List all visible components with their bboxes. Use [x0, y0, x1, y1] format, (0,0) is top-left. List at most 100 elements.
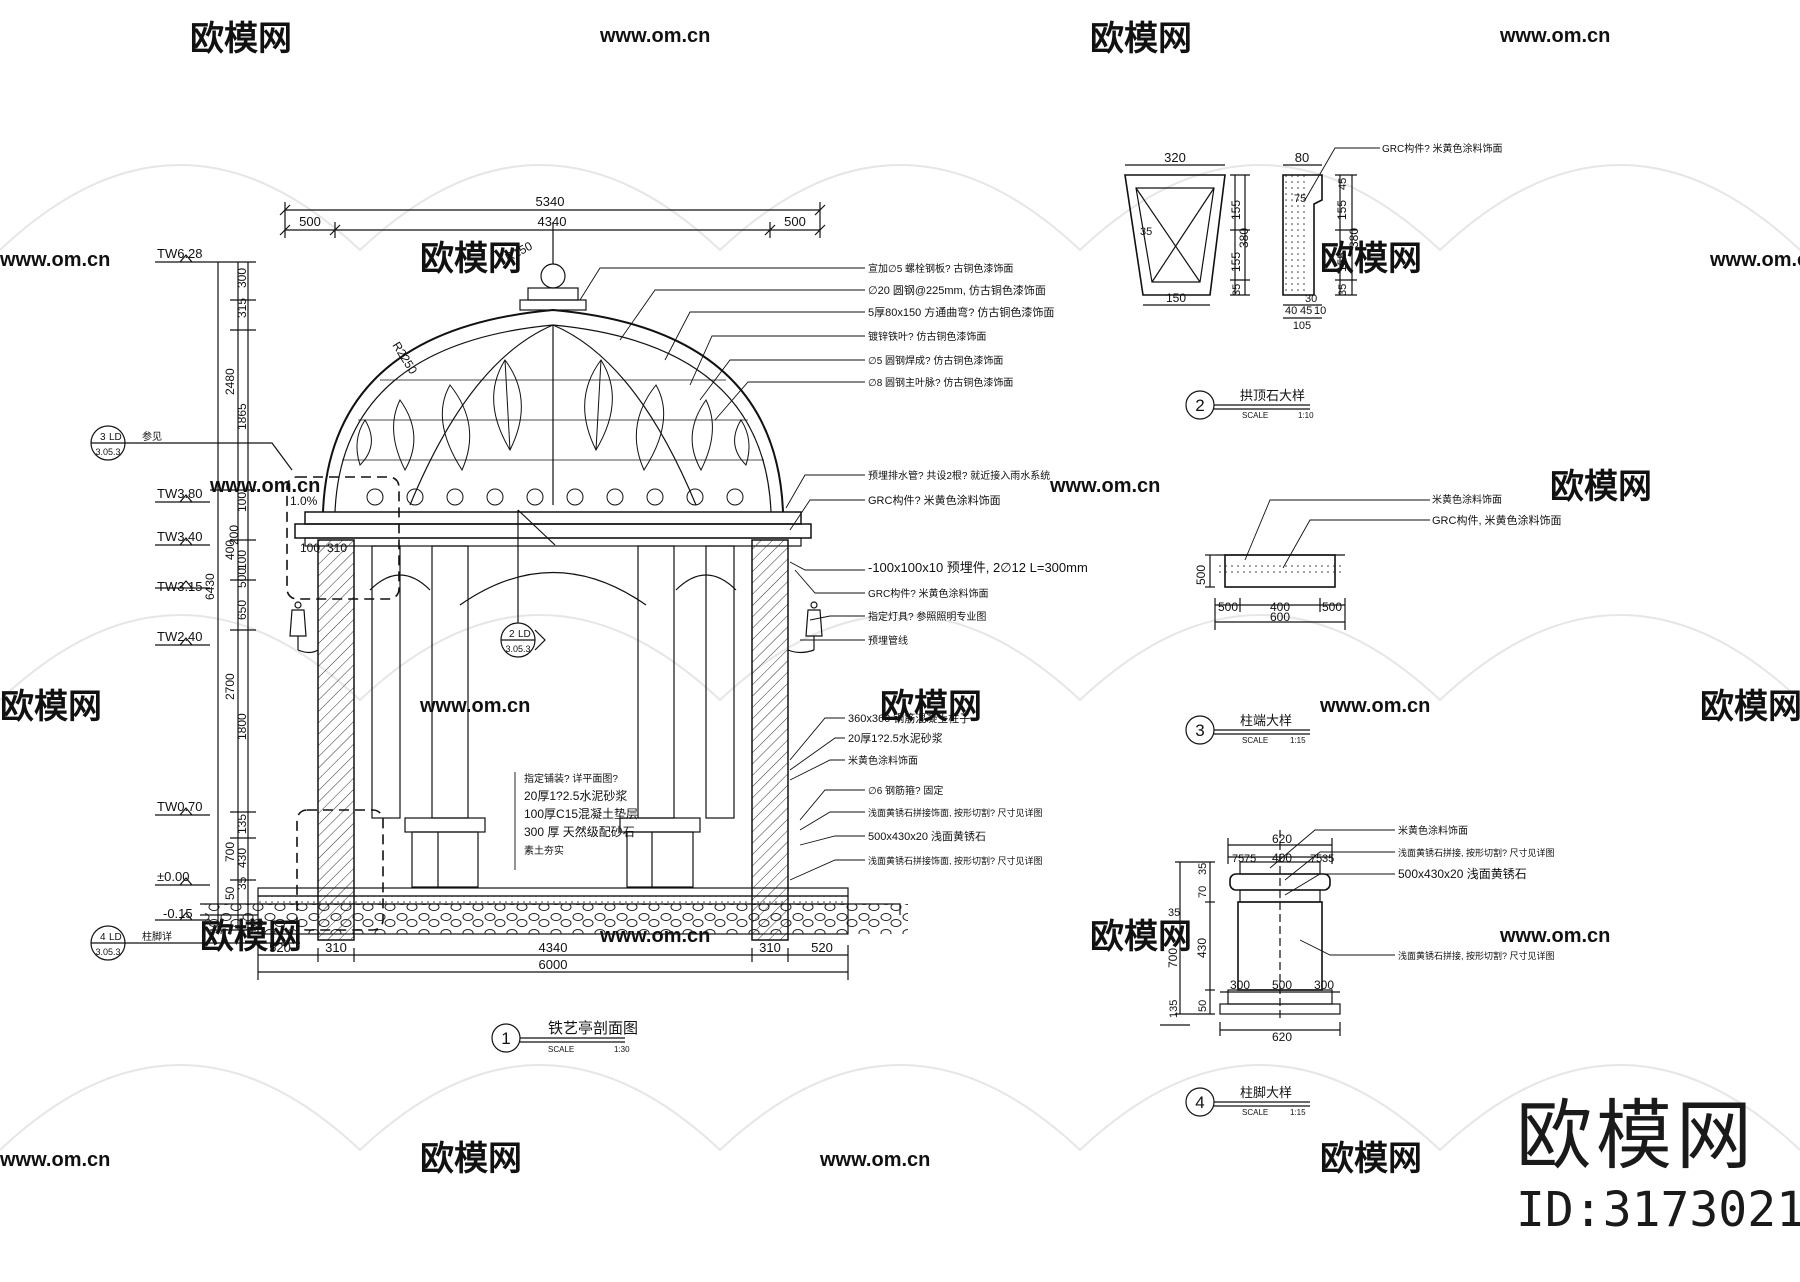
callout-box-bottom — [296, 809, 384, 931]
watermark-brand: 欧模网 — [1700, 688, 1800, 726]
dim-left-650: 650 — [235, 600, 249, 620]
keystone-side-top: 80 — [1295, 150, 1309, 165]
column-base-top: 620 — [1272, 832, 1292, 846]
ref-2-sheet: 3.05.3 — [505, 644, 530, 654]
wall-lamp-left — [289, 601, 319, 654]
keystone-detail — [1124, 147, 1380, 420]
section2-number: 2 — [1195, 396, 1204, 415]
ref-bubble-4 — [90, 925, 300, 961]
ref-2-num: 2 — [509, 629, 515, 640]
column-base-h5: 70 — [1197, 886, 1209, 898]
note-r12: 预埋管线 — [868, 634, 908, 647]
dim-bottom-d: 310 — [759, 940, 781, 955]
section1-number: 1 — [501, 1029, 510, 1048]
keystone-a: 155 — [1229, 200, 1243, 220]
section3-number: 3 — [1195, 721, 1204, 740]
dim-bottom-c: 4340 — [539, 940, 568, 955]
note-c3: 100厚C15混凝土垫层 — [524, 806, 638, 821]
column-base-h6: 35 — [1197, 863, 1209, 875]
note-r1: 宣加∅5 螺栓钢板? 古铜色漆饰面 — [868, 262, 1013, 275]
dome-leaf-ornaments — [356, 359, 750, 472]
ref-4-num: 4 — [100, 932, 106, 943]
column-base-bottom: 620 — [1272, 1030, 1292, 1044]
radius-label-dome: R2250 — [389, 339, 420, 377]
dim-inner-310: 310 — [327, 541, 347, 555]
column-top-right: 500 — [1322, 600, 1342, 614]
keystone-c: 35 — [1231, 284, 1243, 296]
note-r19: 浅面黄锈石拼接饰面, 按形切割? 尺寸见详图 — [868, 855, 1043, 866]
watermark-brand: 欧模网 — [420, 1140, 522, 1178]
ref-bubble-3 — [90, 425, 293, 471]
watermark-url: www.om.cn — [0, 249, 110, 271]
dim-bottom-total: 6000 — [539, 957, 568, 972]
column-top-note-2: GRC构件, 米黄色涂料饰面 — [1432, 513, 1562, 527]
section4-title: 柱脚大样 — [1240, 1085, 1292, 1100]
dim-inner-100: 100 — [300, 541, 320, 555]
section4-scale-label: SCALE — [1242, 1108, 1268, 1117]
level-tw240: TW2.40 — [157, 629, 203, 644]
column-base-b2: 500 — [1272, 978, 1292, 992]
gravel-base — [257, 903, 849, 935]
note-c1: 指定铺装? 详平面图? — [524, 772, 618, 785]
section4-scale: 1:15 — [1290, 1108, 1306, 1117]
column-base-h4: 135 — [1168, 1000, 1180, 1018]
column-base-mid: 400 — [1272, 851, 1292, 865]
keystone-side-h: 155 — [1335, 200, 1349, 220]
bottom-dimensions — [257, 945, 849, 980]
keystone-side-l: 45 — [1337, 178, 1349, 190]
note-r2: ∅20 圆钢@225mm, 仿古铜色漆饰面 — [868, 283, 1046, 297]
keystone-side-d: 45 — [1300, 305, 1312, 317]
column-base-h1: 35 — [1168, 907, 1180, 919]
section1-scale-label: SCALE — [548, 1045, 574, 1054]
note-c5: 素土夯实 — [524, 844, 564, 857]
level-markers — [155, 254, 210, 921]
note-r16: ∅6 钢筋箍? 固定 — [868, 784, 943, 797]
note-r9: -100x100x10 预埋件, 2∅12 L=300mm — [868, 560, 1088, 575]
column-base-note-4: 浅面黄锈石拼接, 按形切割? 尺寸见详图 — [1398, 950, 1555, 961]
column-base-b3: 300 — [1314, 978, 1334, 992]
column-base-h2: 700 — [1166, 948, 1180, 968]
level-tw070: TW0.70 — [157, 799, 203, 814]
note-r7: 预埋排水管? 共设2根? 就近接入雨水系统 — [868, 469, 1050, 482]
section1-title: 铁艺亭剖面图 — [548, 1019, 638, 1037]
keystone-side-a: 75 — [1294, 193, 1306, 205]
column-top-height: 500 — [1194, 565, 1208, 585]
note-c2: 20厚1?2.5水泥砂浆 — [524, 788, 627, 803]
keystone-front — [1124, 174, 1226, 296]
ref-4-sheet: 3.05.3 — [95, 947, 120, 957]
ref-bubble-2 — [500, 509, 556, 658]
watermark-url: www.om.cn — [209, 475, 320, 497]
dim-left-135: 135 — [235, 814, 249, 834]
note-r5: ∅5 圆钢焊成? 仿古铜色漆饰面 — [868, 354, 1003, 367]
dim-left-100a: 100 — [235, 492, 249, 512]
keystone-side-c: 40 — [1285, 305, 1297, 317]
dim-left-500: 500 — [235, 568, 249, 588]
watermark-layer: 欧模网 欧模网 欧模网 欧模网 欧模网 欧模网 欧模网 欧模网 欧模网 欧模网 … — [0, 20, 1800, 1178]
dim-top-left: 500 — [299, 214, 321, 229]
dim-left-50: 50 — [223, 886, 237, 900]
dim-left-400: 400 — [223, 540, 237, 560]
dim-left-200: 200 — [227, 525, 241, 545]
watermark-url: www.om.cn — [599, 25, 710, 47]
pavilion-section: 5340 500 4340 500 R150 R2250 — [90, 194, 1088, 1053]
keystone-note: GRC构件? 米黄色涂料饰面 — [1382, 142, 1503, 155]
keystone-left: 35 — [1140, 226, 1152, 238]
level-tw380: TW3.80 — [157, 486, 203, 501]
column-base-note-1: 米黄色涂料饰面 — [1398, 824, 1468, 837]
column-base-b1: 300 — [1230, 978, 1250, 992]
watermark-brand: 欧模网 — [1320, 1140, 1422, 1178]
brand-id: ID:3173021 — [1516, 1182, 1800, 1238]
column-top-left: 500 — [1218, 600, 1238, 614]
wall-lamp-right — [787, 601, 823, 654]
section3-title: 柱端大样 — [1240, 713, 1292, 728]
section2-scale-label: SCALE — [1242, 411, 1268, 420]
watermark-brand: 欧模网 — [0, 688, 102, 726]
right-note-leaders — [579, 267, 865, 881]
column-base-h7: 50 — [1197, 1000, 1209, 1012]
keystone-side-b: 30 — [1305, 293, 1317, 305]
section2-title: 拱顶石大样 — [1240, 388, 1305, 403]
ref-3-num: 3 — [100, 432, 106, 443]
dim-left-430: 430 — [235, 848, 249, 868]
watermark-brand: 欧模网 — [1320, 240, 1422, 278]
